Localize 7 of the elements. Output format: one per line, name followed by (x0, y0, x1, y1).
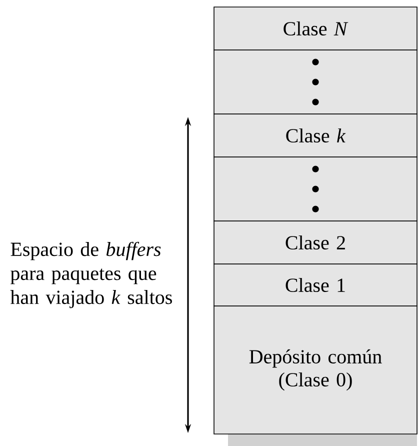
ellipsis-band (214, 50, 418, 114)
annotation: Espacio de buffers para paquetes que han viajado k saltos (10, 242, 172, 308)
class-band: Clase 2 (214, 220, 418, 264)
class-band: Clase k (214, 114, 418, 158)
class-band: Clase N (214, 6, 418, 50)
class-band: Clase 1 (214, 264, 418, 306)
ellipsis-band (214, 156, 418, 222)
